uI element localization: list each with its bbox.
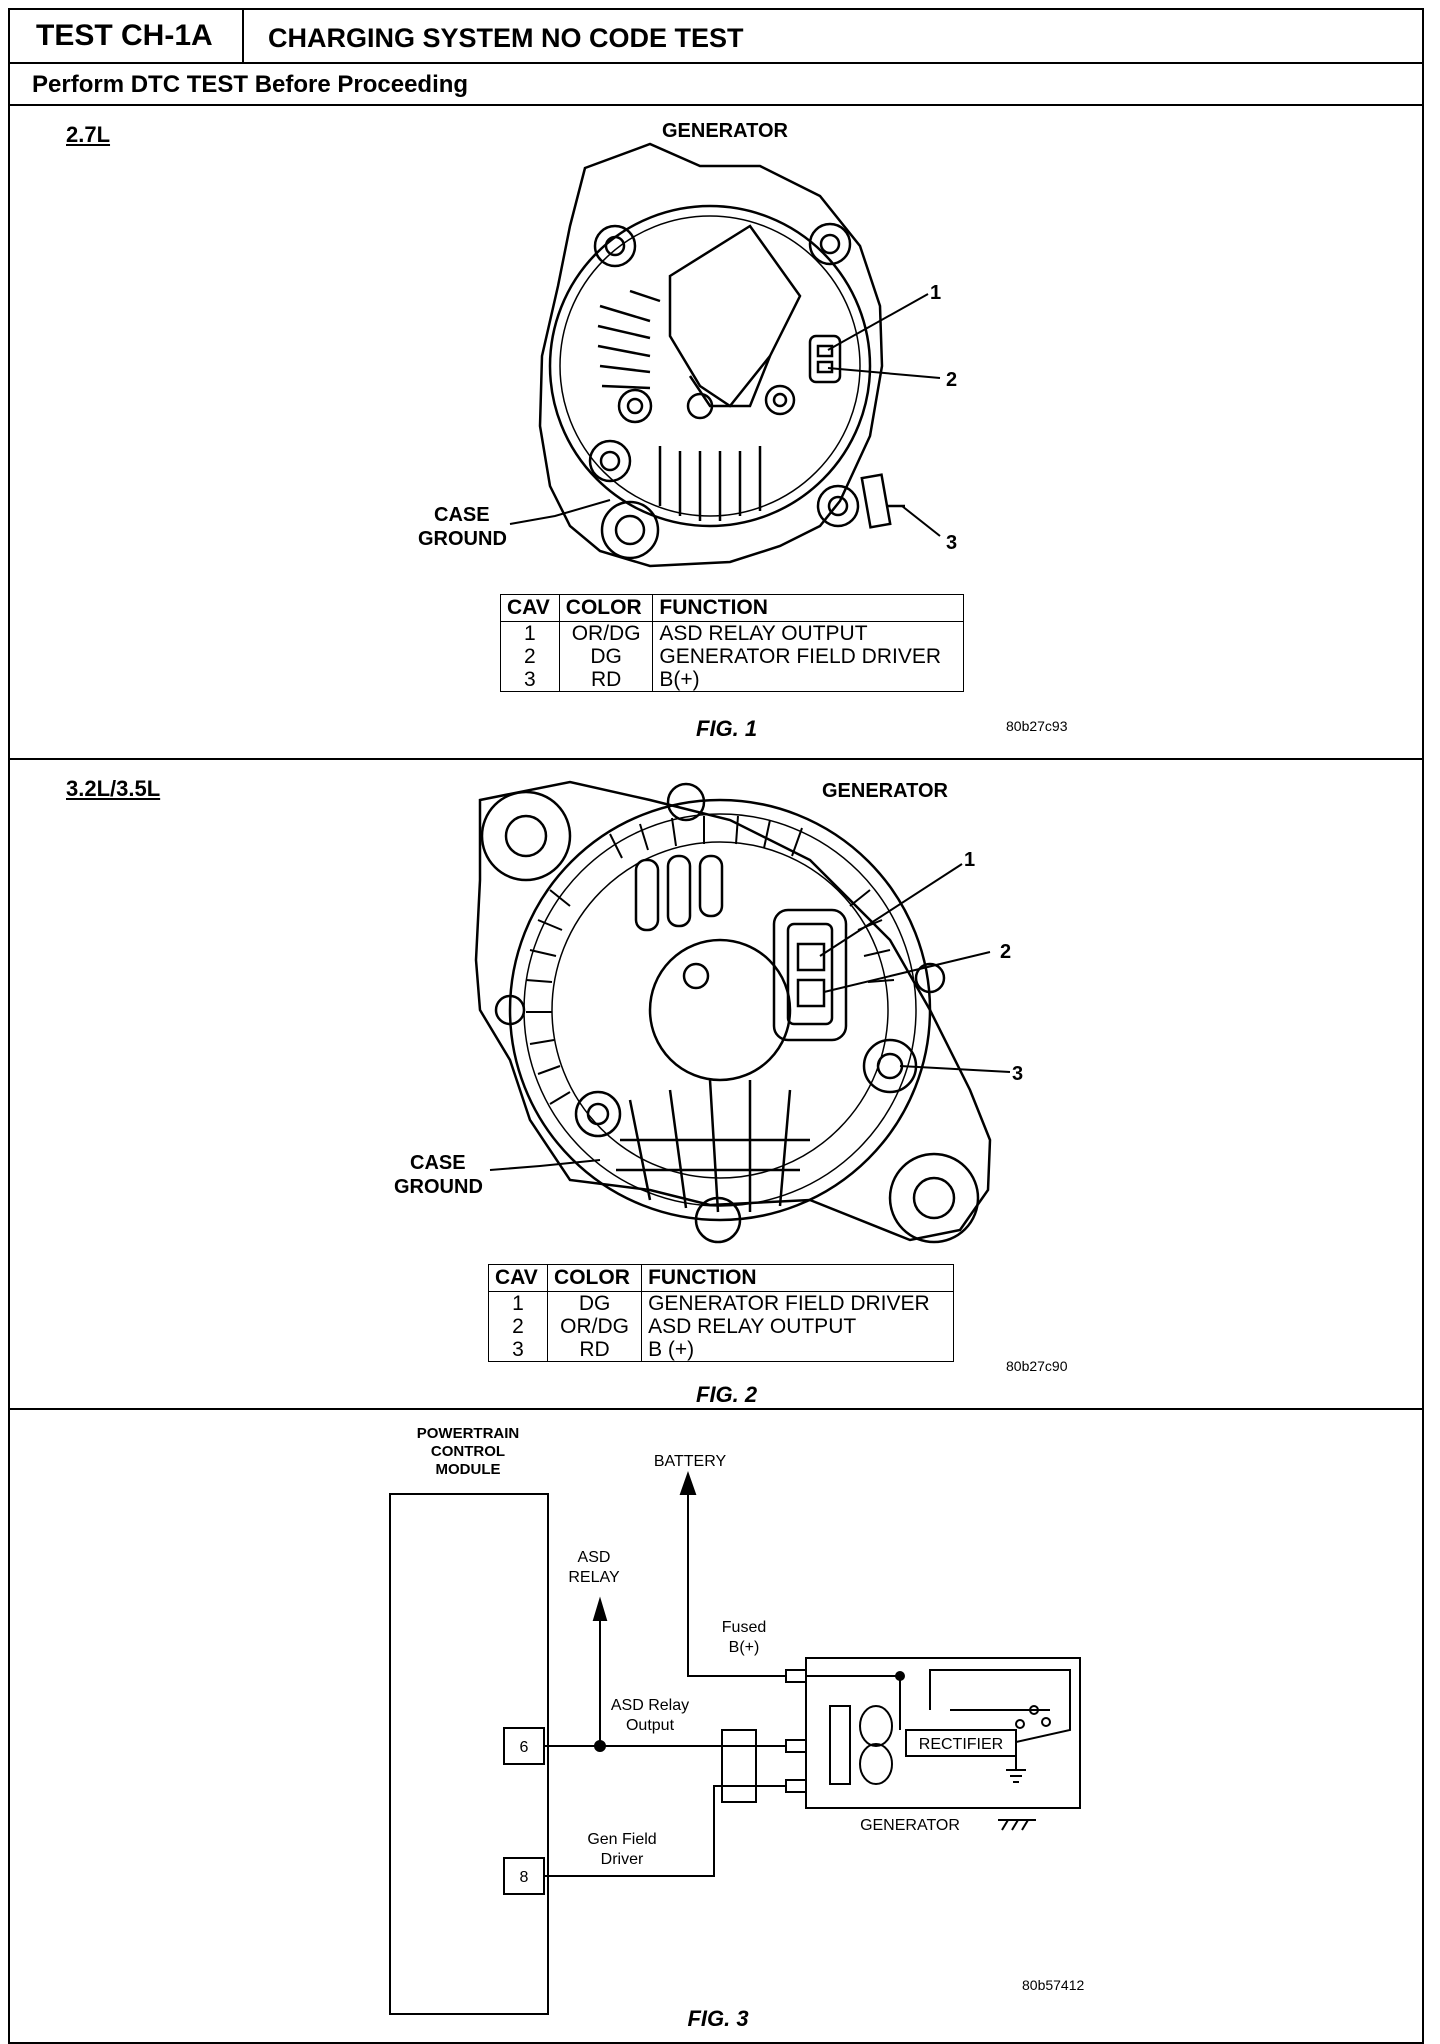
header-bar: TEST CH-1A CHARGING SYSTEM NO CODE TEST bbox=[10, 10, 1422, 64]
asd-relay-label-2: RELAY bbox=[568, 1569, 620, 1586]
col-color: COLOR bbox=[547, 1264, 643, 1292]
callout-1: 1 bbox=[930, 282, 941, 304]
table-row: 3 RD B(+) bbox=[500, 668, 964, 692]
generator-label: GENERATOR bbox=[860, 1817, 960, 1834]
table-row: 3 RD B (+) bbox=[487, 1338, 954, 1362]
case-ground-label-line1: CASE bbox=[434, 504, 490, 526]
pin-8: 8 bbox=[520, 1869, 529, 1886]
generator-drawing-2: 1 2 3 bbox=[474, 780, 1023, 1244]
pin-6: 6 bbox=[520, 1739, 529, 1756]
col-cav: CAV bbox=[500, 594, 560, 622]
fused-label-2: B(+) bbox=[729, 1639, 760, 1656]
asd-output-label-1: ASD Relay bbox=[611, 1697, 689, 1714]
generator-title: GENERATOR bbox=[662, 120, 788, 142]
connector-table-1: CAV COLOR FUNCTION 1 OR/DG ASD RELAY OUT… bbox=[500, 594, 964, 692]
fused-label-1: Fused bbox=[722, 1619, 766, 1636]
callout-3: 3 bbox=[946, 532, 957, 554]
case-ground-label-line2: GROUND bbox=[418, 528, 507, 550]
col-function: FUNCTION bbox=[652, 594, 964, 622]
figure-caption: FIG. 2 bbox=[696, 1382, 758, 1407]
pcm-label-3: MODULE bbox=[436, 1461, 501, 1478]
gen-field-label-1: Gen Field bbox=[587, 1831, 656, 1848]
table-row: 2 OR/DG ASD RELAY OUTPUT bbox=[487, 1315, 954, 1338]
figure-caption: FIG. 3 bbox=[687, 2006, 748, 2030]
table-row: 1 OR/DG ASD RELAY OUTPUT bbox=[500, 621, 964, 645]
pcm-label-1: POWERTRAIN bbox=[417, 1425, 520, 1442]
figure-code: 80b27c90 bbox=[1006, 1358, 1068, 1374]
figure-caption: FIG. 1 bbox=[696, 716, 758, 741]
subheader: Perform DTC TEST Before Proceeding bbox=[10, 64, 1422, 106]
case-ground-label-line2: GROUND bbox=[394, 1176, 483, 1198]
gen-field-label-2: Driver bbox=[601, 1851, 644, 1868]
figure-code: 80b57412 bbox=[1022, 1977, 1085, 1993]
engine-label: 3.2L/3.5L bbox=[66, 776, 161, 801]
col-color: COLOR bbox=[558, 594, 654, 622]
battery-label: BATTERY bbox=[654, 1453, 727, 1470]
callout-1: 1 bbox=[964, 849, 975, 871]
generator-drawing-1: 1 2 3 bbox=[509, 142, 957, 568]
test-id: TEST CH-1A bbox=[10, 10, 244, 62]
asd-output-label-2: Output bbox=[626, 1717, 675, 1734]
figure-3-section: POWERTRAIN CONTROL MODULE BATTERY ASD RE… bbox=[10, 1410, 1422, 2040]
col-cav: CAV bbox=[487, 1264, 549, 1292]
rectifier-label: RECTIFIER bbox=[919, 1736, 1003, 1753]
figure-code: 80b27c93 bbox=[1006, 718, 1068, 734]
table-row: 2 DG GENERATOR FIELD DRIVER bbox=[500, 645, 964, 668]
case-ground-label-line1: CASE bbox=[410, 1152, 466, 1174]
connector-table-2: CAV COLOR FUNCTION 1 DG GENERATOR FIELD … bbox=[487, 1264, 954, 1362]
figure-2-section: 3.2L/3.5L GENERATOR bbox=[10, 760, 1422, 1410]
callout-3: 3 bbox=[1012, 1063, 1023, 1085]
test-title: CHARGING SYSTEM NO CODE TEST bbox=[268, 23, 744, 53]
page-frame: TEST CH-1A CHARGING SYSTEM NO CODE TEST … bbox=[8, 8, 1424, 2044]
callout-2: 2 bbox=[1000, 941, 1011, 963]
figure-1-section: 2.7L GENERATOR bbox=[10, 106, 1422, 760]
pcm-label-2: CONTROL bbox=[431, 1443, 505, 1460]
asd-relay-label-1: ASD bbox=[578, 1549, 611, 1566]
schematic: POWERTRAIN CONTROL MODULE BATTERY ASD RE… bbox=[389, 1425, 1085, 2030]
table-row: 1 DG GENERATOR FIELD DRIVER bbox=[487, 1291, 954, 1315]
callout-2: 2 bbox=[946, 369, 957, 391]
generator-title: GENERATOR bbox=[822, 780, 948, 802]
engine-label: 2.7L bbox=[66, 122, 111, 147]
col-function: FUNCTION bbox=[641, 1264, 954, 1292]
